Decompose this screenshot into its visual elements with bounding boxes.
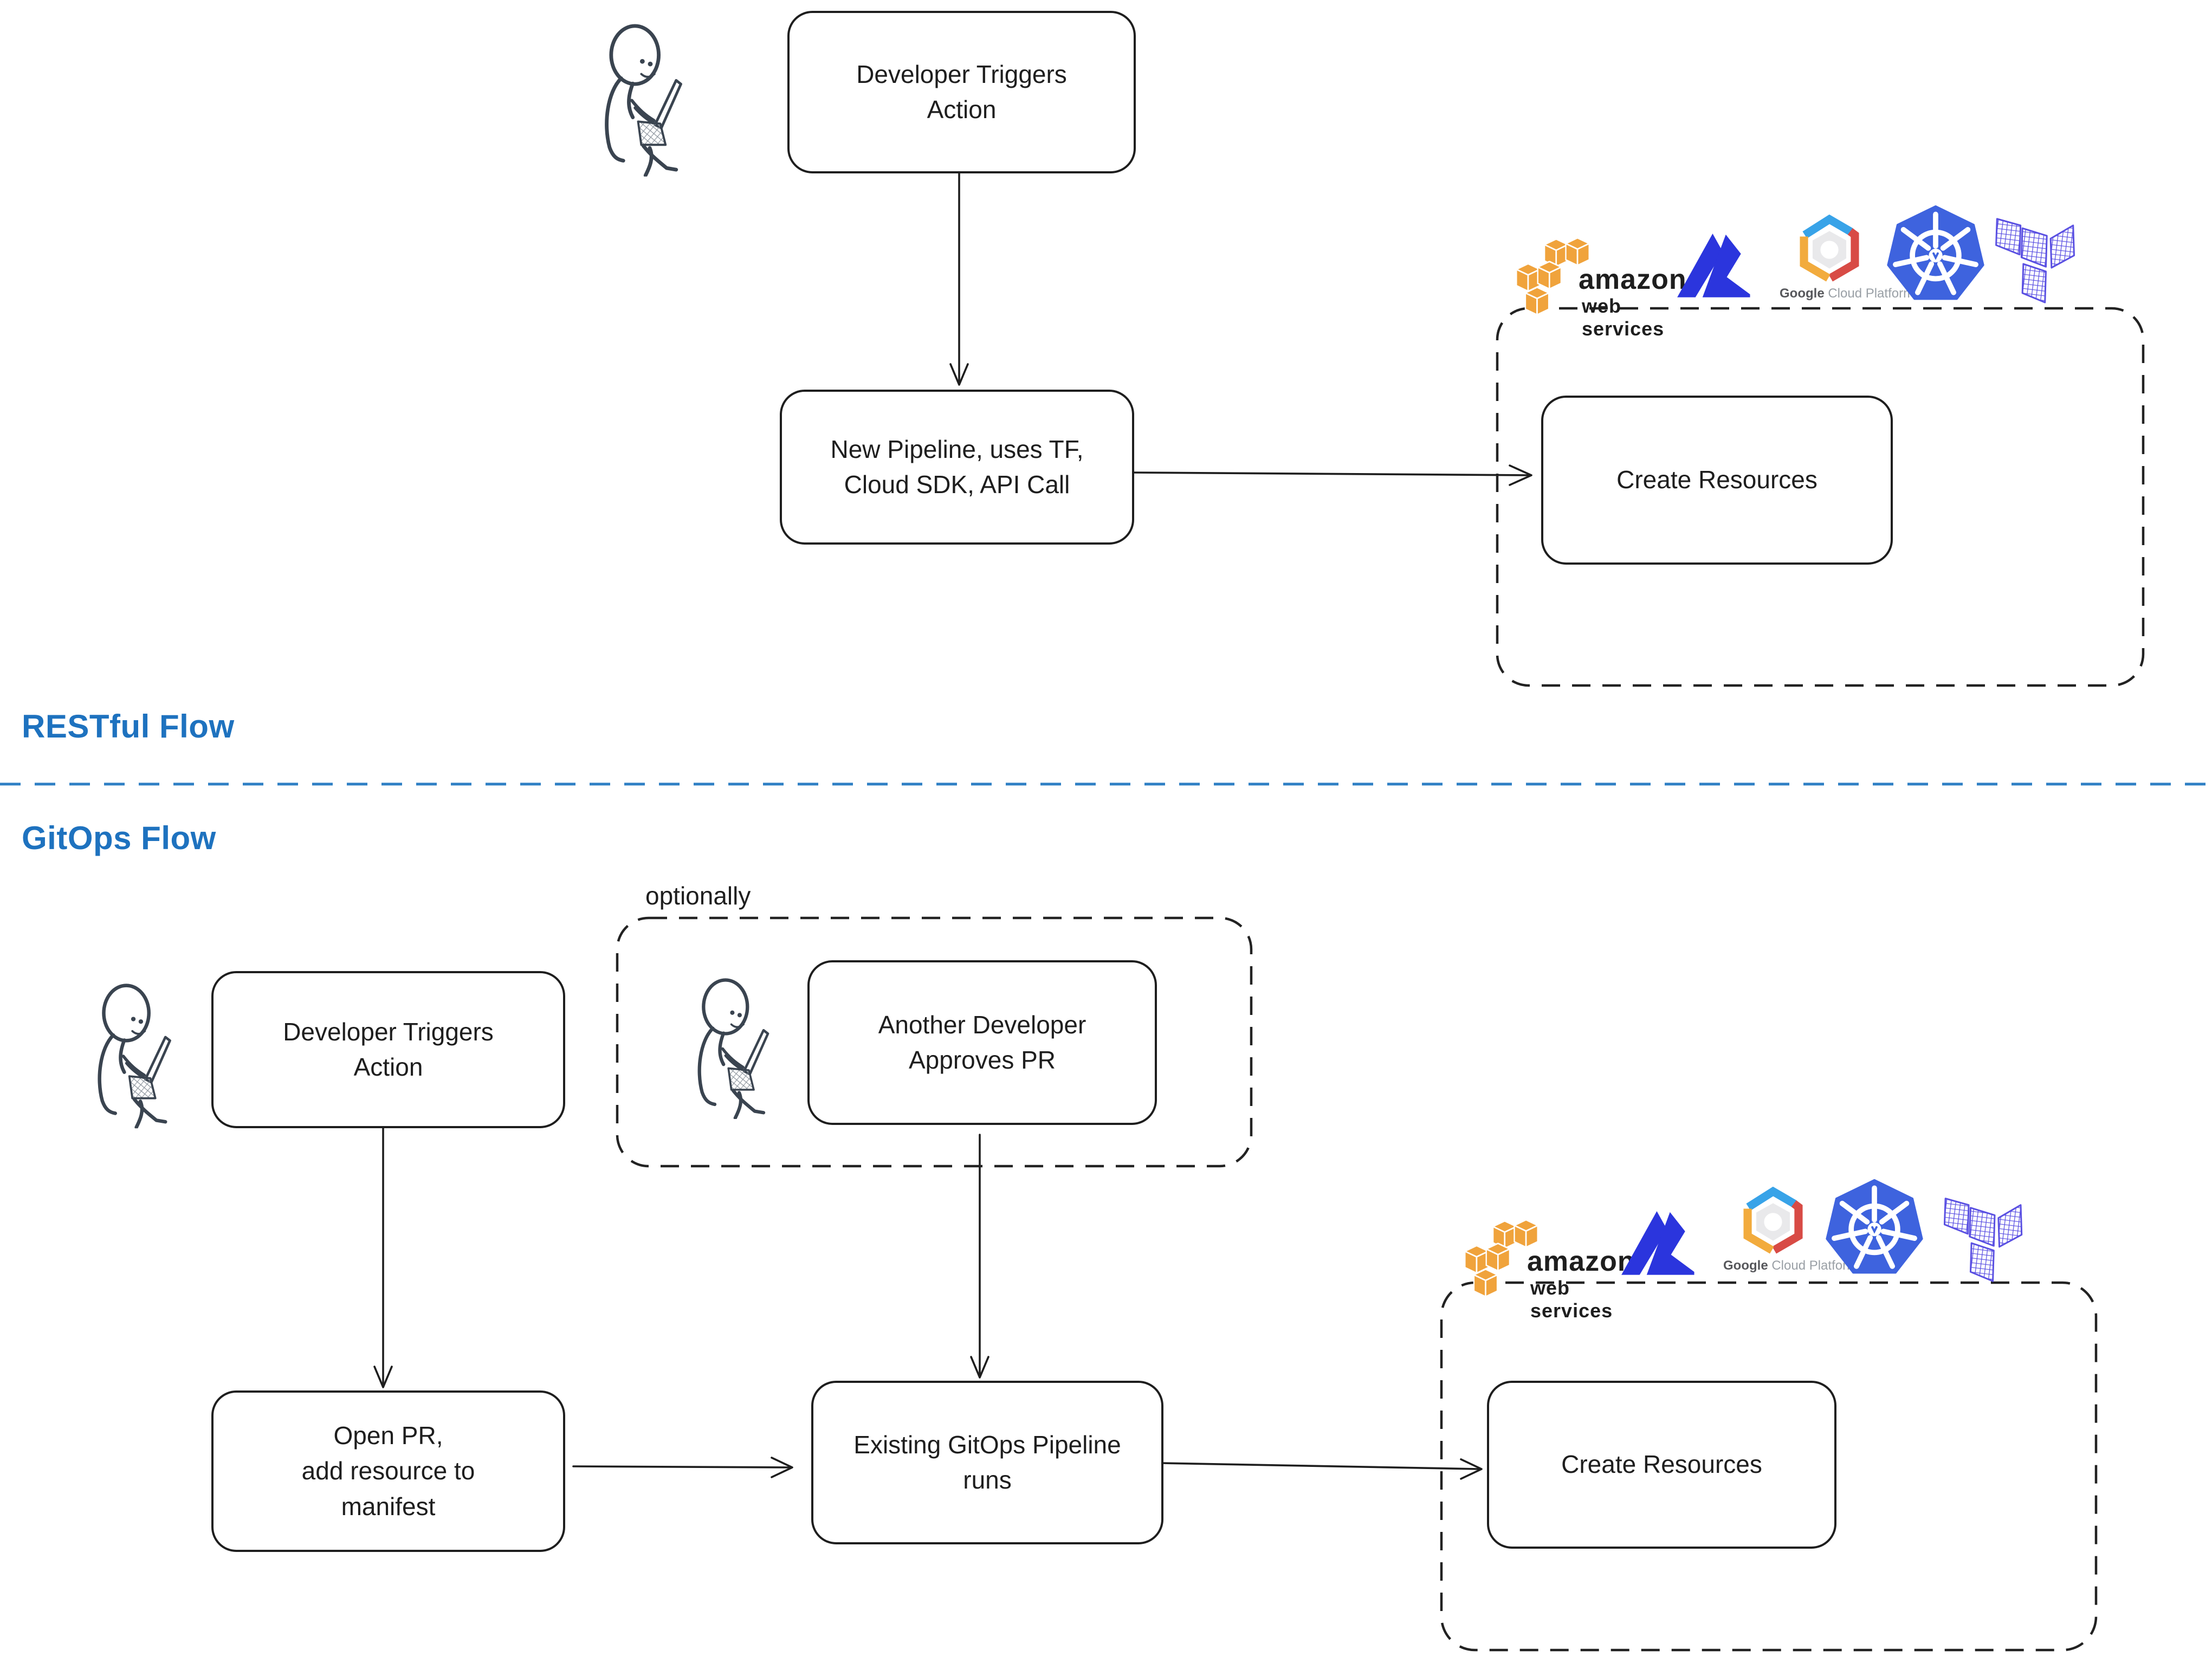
gcp-cloud-platform-text: Cloud Platform — [1828, 286, 1915, 301]
developer-icon — [80, 975, 180, 1131]
developer-icon — [586, 17, 692, 177]
restful-flow-label: RESTful Flow — [22, 708, 235, 745]
node-label: Create Resources — [1616, 465, 1818, 494]
kubernetes-logo — [1823, 1179, 1925, 1282]
gcp-logo: Google Cloud Platform — [1780, 215, 1914, 306]
gitops-flow-label: GitOps Flow — [22, 820, 216, 856]
node-label: Cloud SDK, API Call — [844, 470, 1070, 499]
node-open-pr: Open PR, add resource to manifest — [211, 1390, 565, 1552]
gcp-google-text: Google — [1723, 1258, 1768, 1273]
gcp-wordmark: Google Cloud Platform — [1723, 1258, 1858, 1273]
gcp-hexagon-icon — [1730, 1187, 1816, 1257]
node-label: Developer Triggers — [856, 60, 1067, 88]
gcp-google-text: Google — [1780, 286, 1825, 301]
node-label: Approves PR — [908, 1046, 1056, 1074]
aws-wordmark-sub: web services — [1530, 1277, 1613, 1322]
node-label: runs — [963, 1466, 1012, 1494]
node-label: New Pipeline, uses TF, — [830, 435, 1084, 463]
aws-wordmark: amazon — [1527, 1246, 1635, 1277]
gcp-logo: Google Cloud Platform — [1723, 1187, 1858, 1278]
node-label: Action — [353, 1053, 423, 1081]
node-label: Open PR, — [333, 1421, 443, 1450]
node-new-pipeline: New Pipeline, uses TF, Cloud SDK, API Ca… — [780, 390, 1134, 545]
optionally-label: optionally — [645, 882, 751, 910]
terraform-logo — [1936, 1191, 2034, 1289]
aws-wordmark: amazon — [1579, 264, 1687, 295]
node-label: Another Developer — [878, 1010, 1086, 1039]
gcp-hexagon-icon — [1786, 215, 1873, 285]
gcp-wordmark: Google Cloud Platform — [1780, 286, 1914, 301]
azure-logo — [1612, 1204, 1709, 1280]
node-developer-triggers-action-bottom: Developer Triggers Action — [211, 971, 565, 1128]
aws-logo: amazon web services — [1463, 1219, 1637, 1322]
node-label: Action — [927, 95, 997, 124]
developer-icon — [681, 970, 778, 1122]
arrow-approver-to-pipeline — [970, 1134, 989, 1379]
arrow-openpr-to-pipeline — [572, 1457, 793, 1478]
node-label: Create Resources — [1561, 1450, 1762, 1479]
node-label: Existing GitOps Pipeline — [853, 1430, 1121, 1459]
node-create-resources-bottom: Create Resources — [1487, 1381, 1836, 1549]
node-developer-triggers-action-top: Developer Triggers Action — [787, 11, 1136, 173]
aws-logo: amazon web services — [1515, 237, 1688, 340]
aws-wordmark-sub: web services — [1582, 295, 1665, 340]
node-label: Developer Triggers — [283, 1017, 494, 1046]
azure-logo — [1668, 227, 1764, 302]
node-create-resources-top: Create Resources — [1541, 396, 1893, 565]
arrow-pipeline-to-create — [1131, 464, 1532, 486]
node-label: add resource to — [301, 1457, 475, 1485]
kubernetes-logo — [1885, 205, 1987, 308]
node-another-developer-approves-pr: Another Developer Approves PR — [807, 960, 1157, 1125]
node-existing-gitops-pipeline: Existing GitOps Pipeline runs — [811, 1381, 1163, 1544]
terraform-logo — [1986, 211, 2088, 310]
arrow-dev-to-pipeline — [949, 169, 969, 386]
arrow-pipeline-to-create-bottom — [1161, 1458, 1483, 1480]
node-label: manifest — [341, 1492, 436, 1521]
arrow-dev-to-openpr — [373, 1124, 393, 1388]
